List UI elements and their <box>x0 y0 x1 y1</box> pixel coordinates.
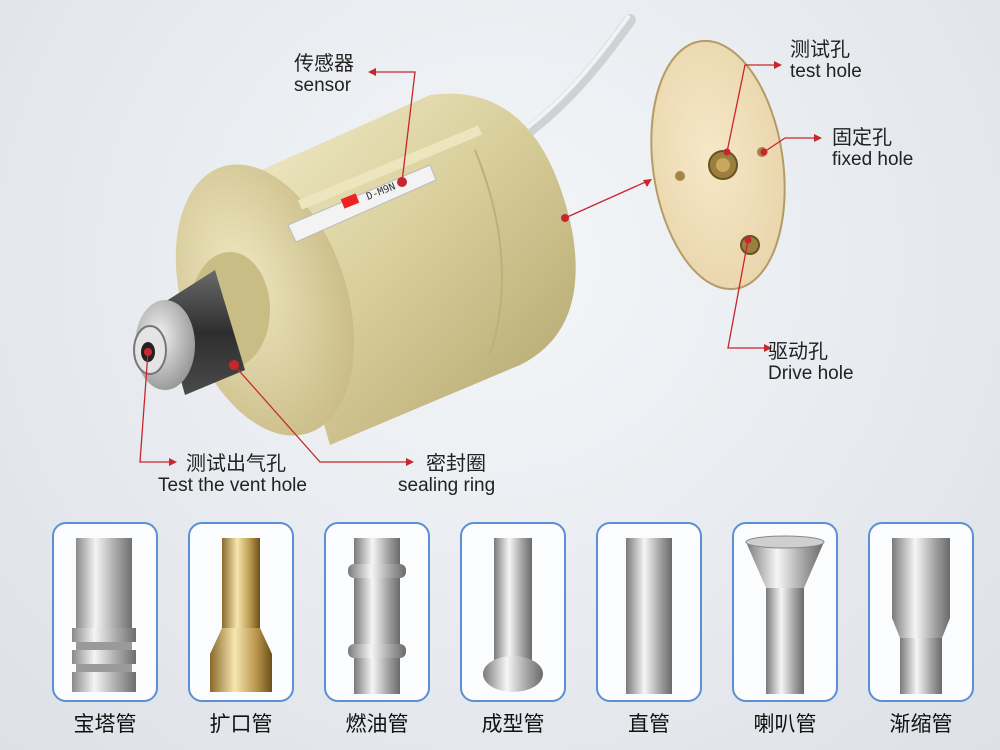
pipe-label-straight: 直管 <box>628 712 670 736</box>
label-drive-hole: 驱动孔 Drive hole <box>768 339 854 385</box>
pipe-card-fuel <box>324 522 430 702</box>
trumpet-pipe-icon <box>745 535 825 694</box>
label-fixed-hole: 固定孔 fixed hole <box>832 125 914 171</box>
pagoda-pipe-icon <box>72 538 136 692</box>
straight-pipe-icon <box>626 538 672 694</box>
nozzle <box>133 252 270 395</box>
reducer-pipe-icon <box>892 538 950 694</box>
pipe-label-flared: 扩口管 <box>209 712 273 736</box>
pipe-label-trumpet: 喇叭管 <box>753 712 817 736</box>
label-sealing-ring: 密封圈 sealing ring <box>398 451 496 497</box>
fuel-pipe-icon <box>348 538 406 694</box>
pipe-label-fuel: 燃油管 <box>345 712 409 736</box>
pipe-card-flared <box>188 522 294 702</box>
flared-pipe-icon <box>210 538 272 692</box>
pipe-card-straight <box>596 522 702 702</box>
label-sensor: 传感器 sensor <box>294 51 354 97</box>
pipe-types-row: 宝塔管 扩口管 燃油管 成型管 直管 喇叭管 渐缩管 <box>52 522 980 750</box>
pipe-card-pagoda <box>52 522 158 702</box>
pipe-label-reducer: 渐缩管 <box>889 712 953 736</box>
pipe-card-formed <box>460 522 566 702</box>
pipe-label-pagoda: 宝塔管 <box>73 712 137 736</box>
label-test-hole: 测试孔 test hole <box>790 37 862 83</box>
device-illustration: D-M9N <box>133 14 822 466</box>
pipe-card-reducer <box>868 522 974 702</box>
sensor-strip: D-M9N <box>287 164 437 243</box>
pipe-card-trumpet <box>732 522 838 702</box>
label-vent-hole: 测试出气孔 Test the vent hole <box>158 451 307 497</box>
pipe-label-formed: 成型管 <box>481 712 545 736</box>
leader-lines <box>139 64 820 463</box>
end-disc <box>650 39 786 291</box>
formed-pipe-icon <box>483 538 543 692</box>
